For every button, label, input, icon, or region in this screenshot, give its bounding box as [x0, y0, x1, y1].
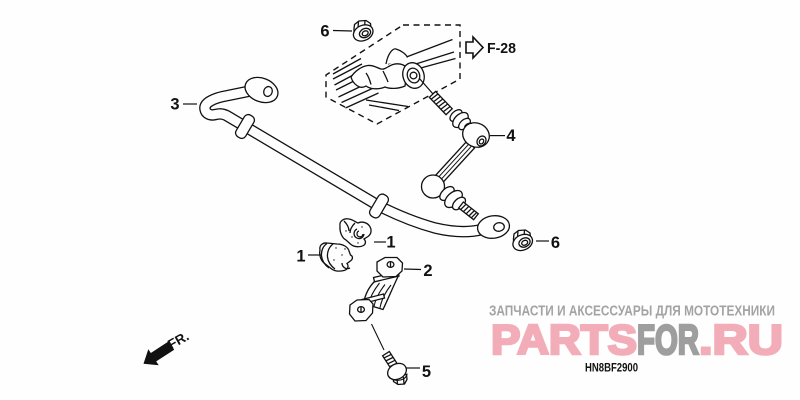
svg-text:ЗАПЧАСТИ И АКСЕССУАРЫ ДЛЯ МОТО: ЗАПЧАСТИ И АКСЕССУАРЫ ДЛЯ МОТОТЕХНИКИ [489, 304, 775, 320]
svg-text:1: 1 [386, 234, 395, 252]
svg-text:6: 6 [320, 23, 329, 41]
svg-text:2: 2 [423, 262, 432, 280]
svg-text:4: 4 [506, 127, 516, 145]
svg-text:1: 1 [296, 248, 305, 266]
svg-text:PARTS: PARTS [491, 316, 637, 363]
svg-text:HN8BF2900: HN8BF2900 [585, 361, 638, 375]
svg-text:5: 5 [422, 363, 431, 381]
svg-text:FOR: FOR [637, 316, 699, 363]
svg-text:6: 6 [551, 234, 560, 252]
svg-text:3: 3 [170, 96, 179, 114]
svg-text:.RU: .RU [699, 316, 783, 363]
svg-text:F-28: F-28 [487, 40, 516, 57]
